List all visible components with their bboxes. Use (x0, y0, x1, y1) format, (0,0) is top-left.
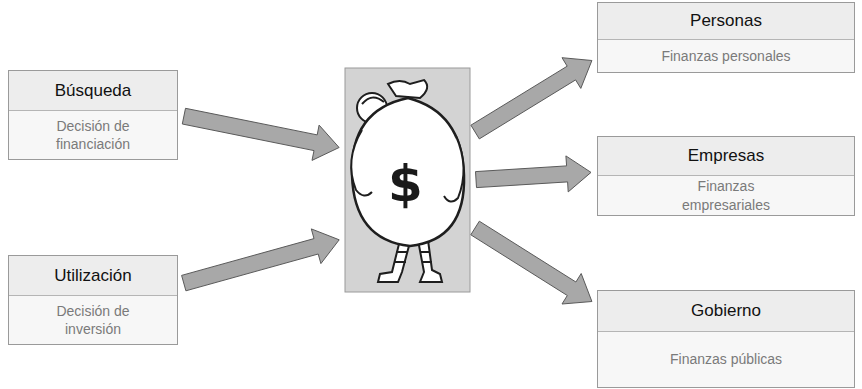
titled-box: GobiernoFinanzas públicas (597, 290, 855, 388)
block-arrow (471, 221, 592, 304)
box-heading: Búsqueda (9, 71, 177, 111)
box-body-text: Decisión de inversión (38, 302, 148, 338)
titled-box: BúsquedaDecisión de financiación (8, 70, 178, 160)
block-arrow (471, 58, 592, 139)
figure-hair (362, 97, 384, 104)
pants-check (420, 251, 430, 253)
illustration-node: $ (345, 68, 470, 292)
box-heading: Empresas (598, 137, 854, 176)
figure-arm (444, 136, 464, 202)
box-body-text: Decisión de financiación (38, 117, 148, 153)
titled-box: EmpresasFinanzas empresariales (597, 136, 855, 216)
figure-arm (351, 130, 372, 196)
cartoon-figure (351, 80, 464, 282)
box-heading: Utilización (9, 256, 177, 296)
money-bag (352, 98, 464, 246)
currency-symbol: $ (388, 155, 423, 213)
pants-check (394, 261, 406, 263)
box-heading: Personas (598, 3, 854, 40)
block-arrow (182, 108, 339, 160)
box-body-text: Finanzas personales (661, 47, 790, 65)
bag-knot (388, 80, 427, 98)
box-heading: Gobierno (598, 291, 854, 332)
pants-check (422, 261, 432, 263)
titled-box: PersonasFinanzas personales (597, 2, 855, 73)
titled-box: UtilizaciónDecisión de inversión (8, 255, 178, 345)
block-arrow (476, 156, 592, 192)
illustration-frame (345, 68, 470, 292)
box-body-text: Finanzas públicas (670, 350, 782, 368)
pants-check (396, 251, 408, 253)
figure-leg (418, 240, 442, 282)
box-body-text: Finanzas empresariales (666, 177, 786, 213)
block-arrow (182, 229, 340, 291)
